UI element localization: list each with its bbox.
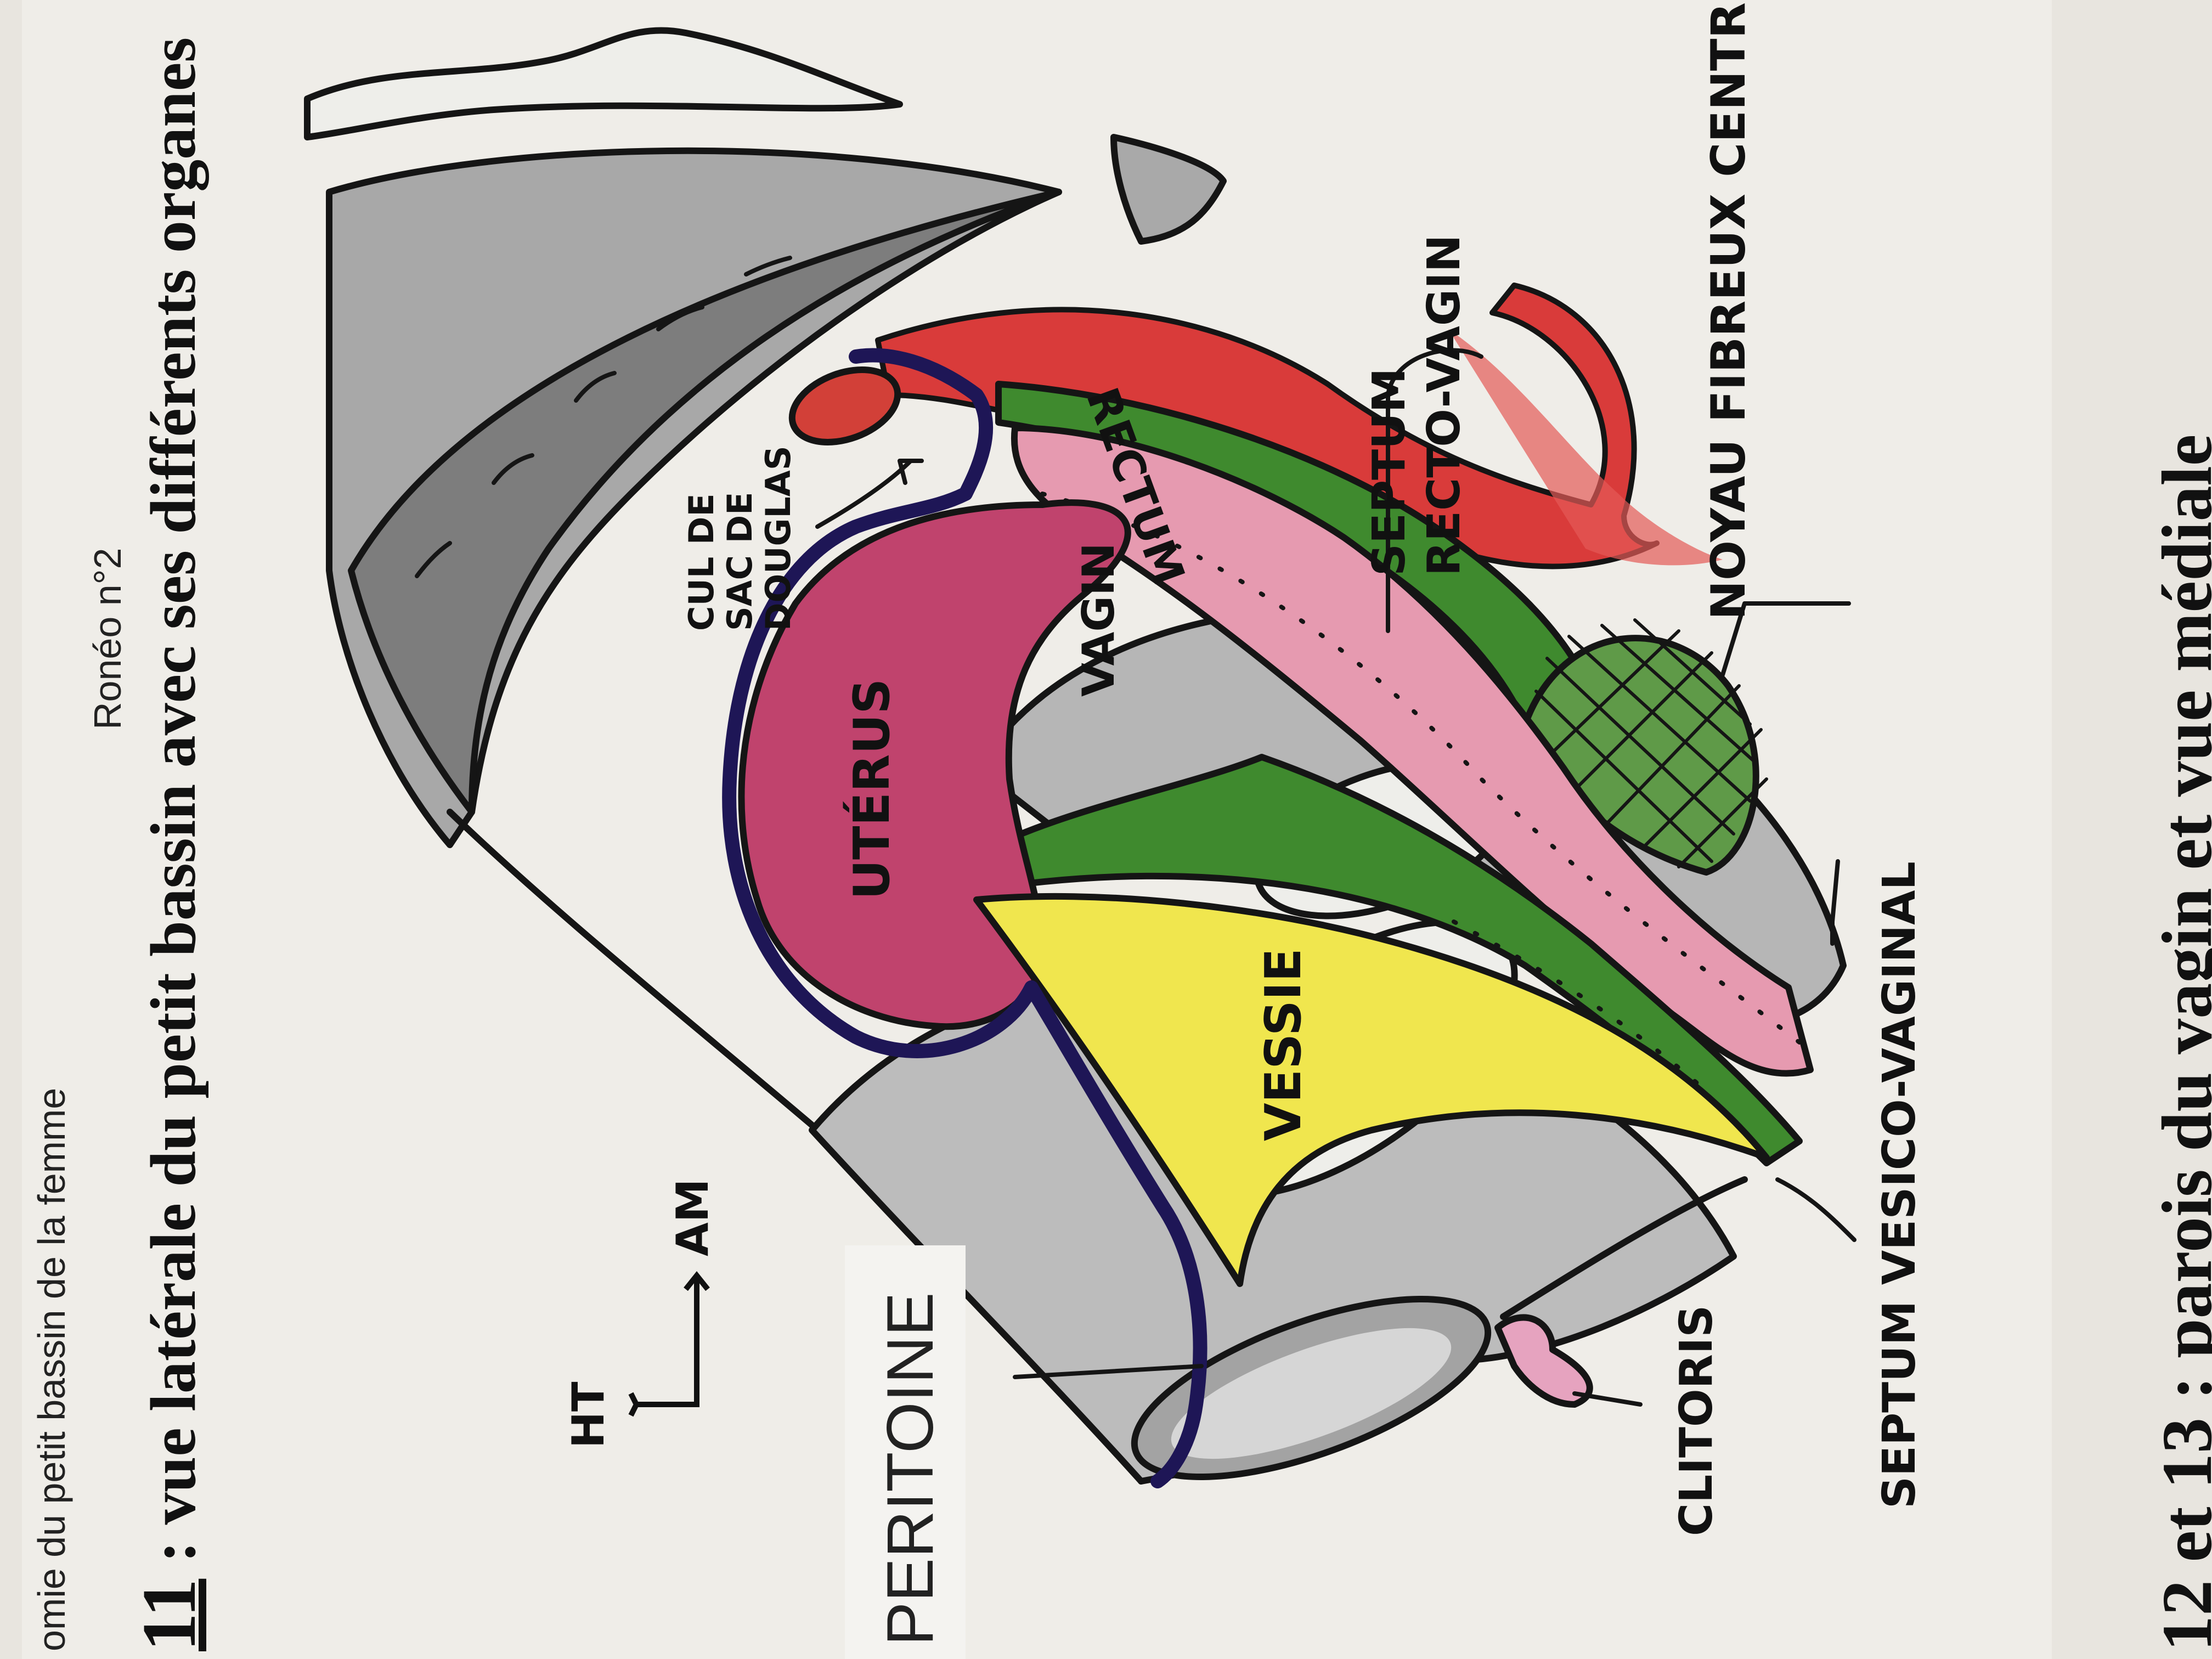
label-vessie: VESSIE [1255,948,1312,1141]
leader-peritoine [1013,1364,1204,1379]
leader-noyau [1720,601,1851,677]
running-title: omie du petit bassin de la femme [30,1088,73,1651]
leader-septum-recto [1386,348,1483,633]
perineum-line [1500,1176,1748,1320]
sacrum-wedge [326,147,1062,848]
anatomy-sketch [304,27,1857,1488]
label-cul-de-sac-line1: CUL DE [681,493,721,631]
leader-vagin-side [1830,859,1840,946]
label-septum-recto: SEPTUM RECTO-VAGIN [1363,235,1470,576]
label-septum-vesico: SEPTUM VESICO-VAGINAL [1874,861,1926,1509]
roneo-number: Ronéo n°2 [86,548,129,730]
figure-title: 11 : vue latérale du petit bassin avec s… [127,37,212,1651]
peritoneum-line [722,348,1207,1488]
figure-number: 11 [127,1579,212,1651]
vagina-shape [1011,425,1814,1077]
next-figure-title: 12 et 13 : parois du vagin et vue médial… [2148,435,2212,1651]
label-noyau: NOYAU FIBREUX CENTR [1701,2,1756,620]
leader-clitoris [1572,1391,1643,1407]
orientation-mark: HT AM [563,1178,718,1448]
sacrum-fragment [304,27,903,140]
label-septum-recto-line2: RECTO-VAGIN [1418,235,1470,576]
clitoris-shape [1494,1314,1593,1408]
vesico-vaginal-septum-band [951,754,1803,1166]
label-uterus: UTÉRUS [842,679,901,900]
rectum-bleed [1448,329,1723,566]
orientation-up: HT [563,1381,614,1448]
sacrum-inner-band [348,189,1062,815]
figure-caption: : vue latérale du petit bassin avec ses … [137,37,209,1579]
orientation-axes [628,1271,710,1417]
coccyx [1110,134,1227,245]
sacrum-dashes [415,256,792,578]
pubic-symphysis-highlight [1171,1328,1452,1459]
orientation-forward: AM [667,1178,718,1256]
bladder-shape [973,893,1770,1287]
label-cul-de-sac: CUL DE SAC DE DOUGLAS [681,445,798,631]
rectum-stump [788,366,901,445]
label-cul-de-sac-line2: SAC DE [720,492,760,631]
label-vagin: VAGIN [1073,543,1124,697]
label-cul-de-sac-line3: DOUGLAS [758,445,798,631]
peritoine-label-box [845,1245,966,1659]
leader-cul-de-sac [815,459,924,529]
label-peritoine: PERITOINE [873,1292,947,1646]
bladder-dots [1452,919,1703,1088]
leader-septum-vesico [1775,1177,1857,1242]
label-clitoris: CLITORIS [1671,1305,1723,1536]
label-septum-recto-line1: SEPTUM [1363,368,1415,576]
